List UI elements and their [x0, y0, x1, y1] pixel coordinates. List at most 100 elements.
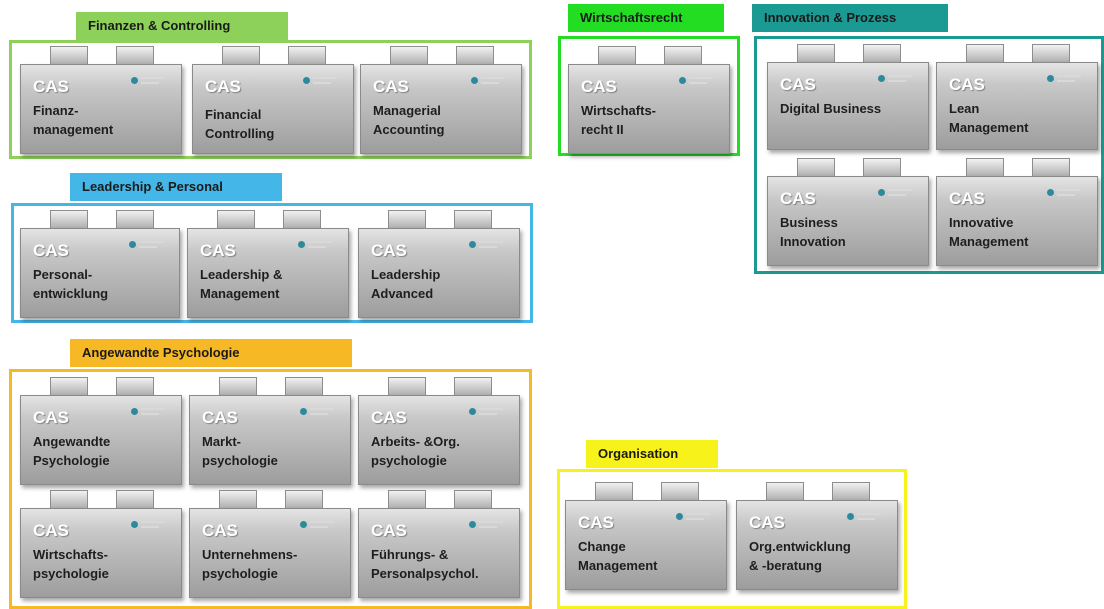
tab-shape [222, 46, 260, 66]
module-personalentwicklung[interactable]: CAS Personal- entwicklung [20, 210, 180, 318]
module-wirtschaftspsychologie[interactable]: CAS Wirtschafts- psychologie [20, 490, 182, 598]
module-card: CAS Markt- psychologie [189, 395, 351, 485]
logo-icon [471, 75, 511, 89]
card-cas: CAS [578, 513, 614, 532]
group-label-psychologie: Angewandte Psychologie [70, 339, 352, 367]
module-marktpsychologie[interactable]: CAS Markt- psychologie [189, 377, 351, 485]
module-arbeits-org-psychologie[interactable]: CAS Arbeits- &Org. psychologie [358, 377, 520, 485]
group-frame-leadership [11, 203, 533, 323]
group-label-innovation: Innovation & Prozess [752, 4, 948, 32]
module-lean-management[interactable]: CAS Lean Management [936, 44, 1098, 150]
module-managerial-accounting[interactable]: CAS Managerial Accounting [360, 46, 522, 154]
logo-icon [131, 406, 171, 420]
card-title: Unternehmens- psychologie [202, 547, 298, 581]
tab-shape [116, 490, 154, 510]
tab-shape [50, 377, 88, 397]
logo-icon [131, 519, 171, 533]
card-cas: CAS [205, 77, 241, 96]
card-title: Angewandte Psychologie [33, 434, 111, 468]
tab-shape [285, 377, 323, 397]
module-card: CAS Arbeits- &Org. psychologie [358, 395, 520, 485]
card-title: Markt- psychologie [202, 434, 278, 468]
card-cas: CAS [33, 241, 69, 260]
card-title: Arbeits- &Org. psychologie [371, 434, 460, 468]
card-cas: CAS [202, 521, 238, 540]
tab-shape [664, 46, 702, 66]
module-card: CAS Unternehmens- psychologie [189, 508, 351, 598]
module-org-entwicklung-beratung[interactable]: CAS Org.entwicklung & -beratung [736, 482, 898, 590]
card-cas: CAS [371, 408, 407, 427]
card-cas: CAS [749, 513, 785, 532]
card-title: Managerial Accounting [373, 103, 445, 137]
module-leadership-management[interactable]: CAS Leadership & Management [187, 210, 349, 318]
module-business-innovation[interactable]: CAS Business Innovation [767, 158, 929, 266]
card-title: Digital Business [780, 101, 882, 116]
module-unternehmenspsychologie[interactable]: CAS Unternehmens- psychologie [189, 490, 351, 598]
tab-shape [863, 44, 901, 64]
module-card: CAS Leadership & Management [187, 228, 349, 318]
logo-icon [878, 187, 918, 201]
logo-icon [1047, 187, 1087, 201]
module-card: CAS Managerial Accounting [360, 64, 522, 154]
module-financial-controlling[interactable]: CAS Financial Controlling [192, 46, 354, 154]
card-cas: CAS [373, 77, 409, 96]
tab-shape [388, 210, 426, 230]
module-digital-business[interactable]: CAS Digital Business [767, 44, 929, 150]
tab-shape [219, 490, 257, 510]
card-cas: CAS [949, 75, 985, 94]
logo-icon [298, 239, 338, 253]
card-cas: CAS [371, 241, 407, 260]
card-cas: CAS [33, 521, 69, 540]
card-title: Finanz- management [33, 103, 114, 137]
logo-icon [129, 239, 169, 253]
tab-shape [219, 377, 257, 397]
module-wirtschaftsrecht-2[interactable]: CAS Wirtschafts- recht II [568, 46, 730, 154]
group-frame-wirtschaftsrecht [558, 36, 740, 156]
module-angewandte-psychologie[interactable]: CAS Angewandte Psychologie [20, 377, 182, 485]
card-cas: CAS [33, 408, 69, 427]
module-card: CAS Business Innovation [767, 176, 929, 266]
logo-icon [300, 519, 340, 533]
tab-shape [50, 490, 88, 510]
tab-shape [595, 482, 633, 502]
card-title: Change Management [578, 539, 658, 573]
tab-shape [217, 210, 255, 230]
module-innovative-management[interactable]: CAS Innovative Management [936, 158, 1098, 266]
tab-shape [966, 44, 1004, 64]
tab-shape [285, 490, 323, 510]
module-card: CAS Innovative Management [936, 176, 1098, 266]
group-label-organisation: Organisation [586, 440, 718, 468]
card-cas: CAS [581, 77, 617, 96]
tab-shape [116, 377, 154, 397]
module-card: CAS Org.entwicklung & -beratung [736, 500, 898, 590]
logo-icon [300, 406, 340, 420]
tab-shape [454, 490, 492, 510]
module-card: CAS Digital Business [767, 62, 929, 150]
module-card: CAS Angewandte Psychologie [20, 395, 182, 485]
tab-shape [388, 490, 426, 510]
module-card: CAS Führungs- & Personalpsychol. [358, 508, 520, 598]
module-card: CAS Personal- entwicklung [20, 228, 180, 318]
tab-shape [1032, 44, 1070, 64]
group-frame-finanzen [9, 40, 532, 159]
module-card: CAS Lean Management [936, 62, 1098, 150]
logo-icon [679, 75, 719, 89]
card-title: Wirtschafts- psychologie [33, 547, 109, 581]
module-leadership-advanced[interactable]: CAS Leadership Advanced [358, 210, 520, 318]
module-card: CAS Change Management [565, 500, 727, 590]
card-cas: CAS [780, 189, 816, 208]
tab-shape [116, 210, 154, 230]
card-title: Business Innovation [780, 215, 846, 249]
module-fuehrungs-personalpsychologie[interactable]: CAS Führungs- & Personalpsychol. [358, 490, 520, 598]
logo-icon [469, 239, 509, 253]
card-title: Innovative Management [949, 215, 1029, 249]
tab-shape [966, 158, 1004, 178]
tab-shape [598, 46, 636, 66]
card-title: Financial Controlling [205, 107, 275, 141]
group-label-finanzen: Finanzen & Controlling [76, 12, 288, 40]
module-finanzmanagement[interactable]: CAS Finanz- management [20, 46, 182, 154]
module-change-management[interactable]: CAS Change Management [565, 482, 727, 590]
tab-shape [1032, 158, 1070, 178]
logo-icon [469, 406, 509, 420]
card-cas: CAS [202, 408, 238, 427]
